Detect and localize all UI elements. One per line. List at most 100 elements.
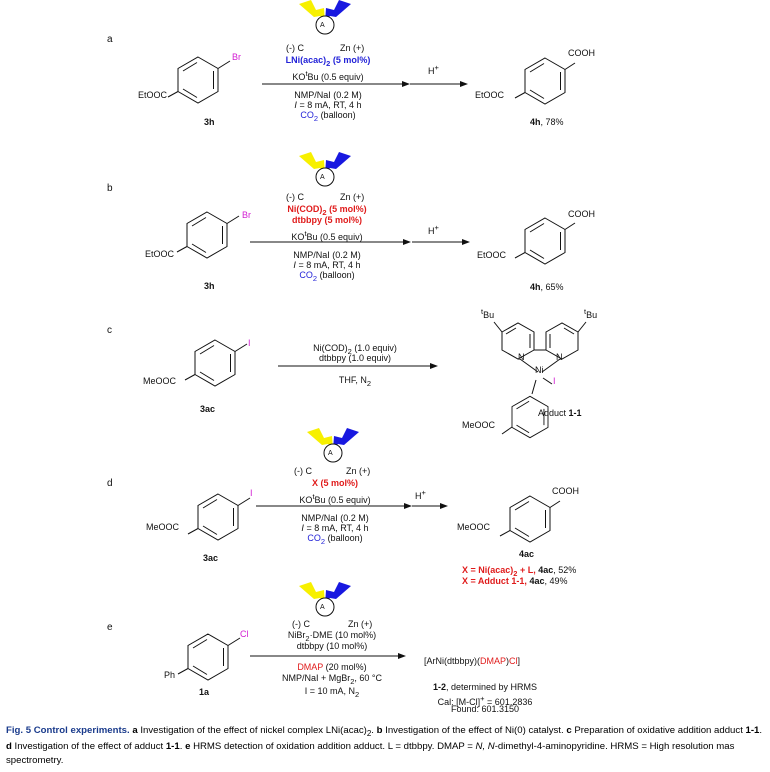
halogen-br: Br <box>242 210 251 220</box>
cell-label: A <box>328 450 333 457</box>
acid-label: H+ <box>415 488 426 501</box>
halogen-br: Br <box>232 52 241 62</box>
scheme-e-label: e <box>107 622 113 633</box>
substrate-id: 3ac <box>203 553 219 563</box>
halogen-cl: Cl <box>240 629 249 639</box>
product-yield: 4h, 78% <box>530 117 564 127</box>
substrate-ester-group: MeOOC <box>146 522 180 532</box>
cell-label: A <box>320 174 325 181</box>
cathode-label: (-) C <box>286 192 304 202</box>
adduct-bipyridine-structure <box>493 321 587 395</box>
halogen-i: I <box>250 488 253 498</box>
adduct-aryl-ring <box>501 395 549 439</box>
substrate-id: 1a <box>199 687 210 697</box>
cell-icon-d <box>306 427 360 463</box>
reaction-arrow-e <box>250 653 406 659</box>
catalyst-label: LNi(acac)2 (5 mol%) <box>285 55 371 68</box>
cathode-label: (-) C <box>286 43 304 53</box>
reaction-arrow-d <box>256 503 412 509</box>
acid-arrow-d <box>412 503 448 509</box>
product-4h-ring <box>514 57 576 105</box>
solvent-label: NMP/NaI (0.2 M) <box>293 250 361 260</box>
intermediate-species: [ArNi(dtbbpy)(DMAP)Cl] <box>424 656 521 666</box>
current-label: I = 8 mA, RT, 4 h <box>293 260 361 270</box>
hrms-found: Found: 601.3150 <box>450 704 520 714</box>
cathode-label: (-) C <box>292 619 310 629</box>
solvent-label: NMP/NaI (0.2 M) <box>294 90 362 100</box>
halogen-i: I <box>248 338 251 348</box>
base-label: KOtBu (0.5 equiv) <box>299 492 371 505</box>
substrate-id: 3h <box>204 117 215 127</box>
substrate-id: 3ac <box>200 404 216 414</box>
hrms-calculated: Cal: [M-Cl]+ = 601.2836 <box>437 694 533 707</box>
figure-caption: Fig. 5 Control experiments. a Investigat… <box>6 725 763 766</box>
nitrogen-left-label: N <box>518 352 525 362</box>
caption-title: Fig. 5 Control experiments. <box>6 725 130 736</box>
solvent-label: NMP/NaI (0.2 M) <box>301 513 369 523</box>
catalyst-x-label: X (5 mol%) <box>311 478 358 488</box>
catalyst-label: NiBr2·DME (10 mol%) <box>287 630 377 643</box>
substrate-ester-group: EtOOC <box>138 90 168 100</box>
ligand-label: dtbbpy (10 mol%) <box>296 641 368 651</box>
co2-label: CO2 (balloon) <box>307 533 363 546</box>
result-ni-acac: X = Ni(acac)2 + L, 4ac, 52% <box>462 565 577 578</box>
hrms-detection: 1-2, determined by HRMS <box>432 682 538 692</box>
adduct-ester-group: MeOOC <box>462 420 496 430</box>
ligand-label: dtbbpy (5 mol%) <box>292 215 362 225</box>
dmap-label: DMAP (20 mol%) <box>297 662 367 672</box>
substrate-3h-ring <box>176 211 240 259</box>
nickel-atom-label: Ni <box>535 365 544 375</box>
acid-label: H+ <box>428 223 439 236</box>
cathode-label: (-) C <box>294 466 312 476</box>
substrate-3h-ring <box>167 56 231 104</box>
acid-arrow-a <box>410 81 468 87</box>
reagent-nicod-label: Ni(COD)2 (1.0 equiv) <box>313 343 397 356</box>
product-acid-group: COOH <box>568 48 595 58</box>
substrate-1a-ring <box>177 633 241 681</box>
substrate-phenyl-group: Ph <box>164 670 176 680</box>
product-4h-ring <box>514 217 576 265</box>
substrate-ester-group: EtOOC <box>145 249 175 259</box>
co2-label: CO2 (balloon) <box>299 270 355 283</box>
solvent-label: THF, N2 <box>338 375 372 388</box>
anode-label: Zn (+) <box>340 43 365 53</box>
anode-label: Zn (+) <box>348 619 373 629</box>
product-id: 4ac <box>519 549 535 559</box>
reaction-arrow-c <box>278 363 438 369</box>
product-ester-group: EtOOC <box>477 250 507 260</box>
scheme-a-label: a <box>107 34 113 45</box>
anode-label: Zn (+) <box>340 192 365 202</box>
nitrogen-right-label: N <box>556 352 563 362</box>
scheme-c-label: c <box>107 325 112 336</box>
anode-label: Zn (+) <box>346 466 371 476</box>
adduct-label: Adduct 1-1 <box>538 408 582 418</box>
product-ester-group: EtOOC <box>475 90 505 100</box>
acid-arrow-b <box>412 239 470 245</box>
product-acid-group: COOH <box>552 486 579 496</box>
substrate-id: 3h <box>204 281 215 291</box>
catalyst-label: Ni(COD)2 (5 mol%) <box>287 204 367 217</box>
reaction-arrow-b <box>250 239 411 245</box>
cell-icon-e <box>298 581 352 617</box>
base-label: KOtBu (0.5 equiv) <box>292 69 364 82</box>
current-label: I = 8 mA, RT, 4 h <box>294 100 362 110</box>
scheme-b-label: b <box>107 183 113 194</box>
product-yield: 4h, 65% <box>530 282 564 292</box>
iodide-ligand-label: I <box>553 376 556 386</box>
substrate-3ac-ring <box>184 339 248 387</box>
product-4ac-ring <box>499 495 561 543</box>
solvent-label: NMP/NaI + MgBr2, 60 °C <box>281 673 383 686</box>
cell-icon-a <box>298 0 352 35</box>
substrate-3ac-ring <box>187 493 251 541</box>
product-ester-group: MeOOC <box>457 522 491 532</box>
acid-label: H+ <box>428 63 439 76</box>
substrate-ester-group: MeOOC <box>143 376 177 386</box>
reaction-arrow-a <box>262 81 410 87</box>
cell-icon-b <box>298 151 352 187</box>
co2-label: CO2 (balloon) <box>300 110 356 123</box>
product-acid-group: COOH <box>568 209 595 219</box>
tbu-left-label: tBu <box>481 307 495 320</box>
reagent-dtbbpy-label: dtbbpy (1.0 equiv) <box>318 353 392 363</box>
cell-label: A <box>320 22 325 29</box>
cell-label: A <box>320 604 325 611</box>
